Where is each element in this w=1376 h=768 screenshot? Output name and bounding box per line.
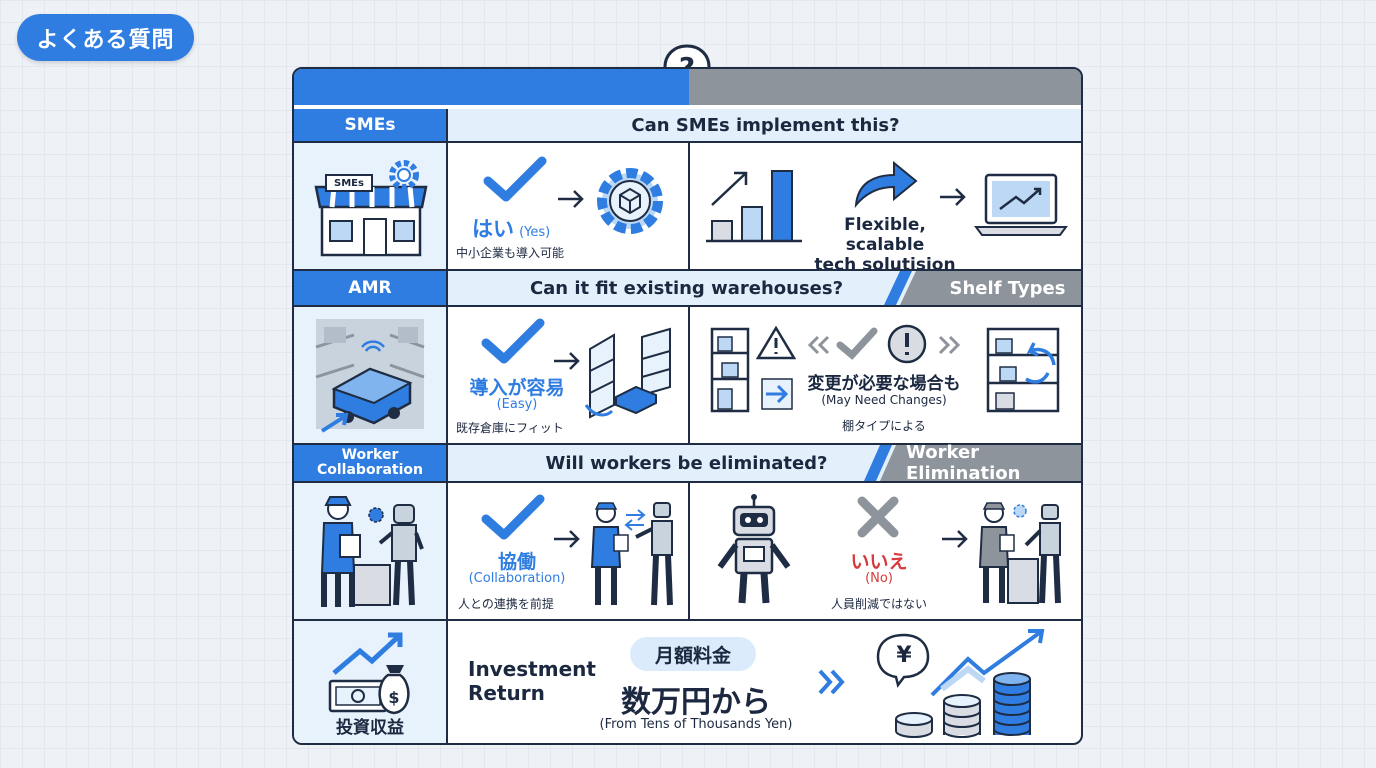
shop-icon bbox=[314, 160, 428, 257]
amr-answer-cell: 導入が容易 (Easy) 既存倉庫にフィット bbox=[448, 307, 688, 443]
shelf-icon bbox=[710, 327, 750, 413]
investment-title: Investment Return bbox=[468, 657, 596, 705]
robot-icon bbox=[717, 494, 791, 604]
divider bbox=[294, 481, 1081, 483]
amr-detail-main: 変更が必要な場合も bbox=[807, 374, 961, 394]
checkmark-icon bbox=[481, 318, 545, 364]
double-chevron-right-icon bbox=[818, 669, 845, 695]
cross-icon bbox=[857, 496, 899, 538]
double-chevron-right-icon bbox=[938, 335, 961, 355]
checkmark-icon bbox=[483, 156, 547, 202]
worker-robot-icon bbox=[320, 496, 424, 607]
sme-detail-text: Flexible, scalable tech solutision bbox=[814, 215, 956, 275]
sme-icon-cell: SMEs bbox=[294, 143, 446, 269]
divider bbox=[294, 619, 1081, 621]
sme-answer: はい (Yes) bbox=[472, 217, 551, 241]
worker-robot-icon bbox=[978, 502, 1061, 604]
header-bar-right bbox=[689, 69, 1081, 105]
exclamation-icon bbox=[887, 324, 927, 364]
worker-detail-note: 人員削減ではない bbox=[830, 597, 927, 611]
amr-answer-en: (Easy) bbox=[496, 397, 538, 412]
checkmark-icon bbox=[481, 494, 545, 540]
svg-text:$: $ bbox=[388, 688, 399, 707]
category-sme: SMEs bbox=[294, 109, 446, 141]
divider bbox=[446, 109, 448, 269]
curved-arrow-icon bbox=[854, 160, 918, 209]
price-en-text: (From Tens of Thousands Yen) bbox=[599, 717, 793, 732]
tag-stripe-decor bbox=[884, 271, 930, 305]
sme-answer-cell: はい (Yes) 中小企業も導入可能 bbox=[448, 143, 688, 269]
divider bbox=[688, 307, 690, 443]
gear-box-icon bbox=[597, 168, 663, 234]
arrow-right-icon bbox=[940, 188, 966, 206]
worker-answer-note: 人との連携を前提 bbox=[458, 597, 554, 611]
arrow-right-icon bbox=[761, 378, 793, 410]
double-chevron-left-icon bbox=[807, 335, 830, 355]
amr-answer-note: 既存倉庫にフィット bbox=[456, 421, 564, 435]
worker-answer: 協働 bbox=[497, 551, 536, 573]
sme-detail-cell: Flexible, scalable tech solutision bbox=[690, 143, 1081, 275]
faq-badge: よくある質問 bbox=[17, 14, 194, 61]
investment-icon-cell: $ 投資収益 bbox=[294, 621, 446, 743]
amr-icon-cell bbox=[294, 307, 446, 443]
arrow-right-icon bbox=[558, 190, 584, 208]
tag-stripe-decor bbox=[864, 445, 910, 481]
amr-detail-en: (May Need Changes) bbox=[821, 393, 947, 407]
divider bbox=[446, 271, 448, 443]
divider bbox=[294, 443, 1081, 445]
worker-answer-cell: 協働 (Collaboration) 人との連携を前提 bbox=[448, 483, 688, 619]
divider bbox=[688, 143, 690, 269]
laptop-chart-icon bbox=[974, 173, 1068, 236]
amr-robot-icon bbox=[315, 319, 425, 433]
tag-worker-elimination: Worker Elimination bbox=[906, 442, 1081, 484]
divider bbox=[446, 445, 448, 619]
bar-chart-icon bbox=[706, 170, 802, 243]
warning-icon bbox=[756, 325, 796, 360]
arrow-right-icon bbox=[942, 530, 968, 548]
yen-symbol: ¥ bbox=[896, 643, 912, 668]
amr-detail-note: 棚タイプによる bbox=[842, 419, 926, 433]
shop-sign: SMEs bbox=[334, 178, 364, 189]
worker-answer-en: (Collaboration) bbox=[468, 571, 566, 586]
collaboration-icon bbox=[590, 502, 673, 606]
money-growth-icon: $ bbox=[328, 632, 410, 715]
divider bbox=[294, 269, 1081, 271]
monthly-fee-pill: 月額料金 bbox=[630, 637, 756, 671]
price-text: 数万円から bbox=[621, 685, 771, 720]
worker-detail-en: (No) bbox=[865, 571, 893, 586]
arrow-right-icon bbox=[554, 352, 580, 370]
divider bbox=[294, 305, 1081, 307]
faq-card: SMEs Can SMEs implement this? SMEs はい (Y… bbox=[292, 67, 1083, 745]
sme-answer-note: 中小企業も導入可能 bbox=[456, 246, 565, 260]
question-sme: Can SMEs implement this? bbox=[448, 109, 1081, 141]
divider bbox=[294, 141, 1081, 143]
worker-detail-cell: いいえ (No) 人員削減ではない bbox=[690, 483, 1081, 619]
investment-label: 投資収益 bbox=[336, 718, 404, 738]
worker-icon-cell bbox=[294, 483, 446, 619]
amr-answer: 導入が容易 bbox=[469, 377, 565, 399]
tag-shelf-types: Shelf Types bbox=[930, 271, 1081, 305]
worker-detail-main: いいえ bbox=[850, 551, 908, 573]
shelf-swap-icon bbox=[986, 327, 1060, 413]
investment-cell: Investment Return 月額料金 数万円から (From Tens … bbox=[448, 621, 1081, 743]
category-amr: AMR bbox=[294, 271, 446, 305]
amr-detail-cell: 変更が必要な場合も (May Need Changes) 棚タイプによる bbox=[690, 307, 1081, 443]
yen-coins-growth-icon bbox=[876, 629, 1045, 738]
divider bbox=[688, 483, 690, 619]
header-bar-left bbox=[294, 69, 689, 105]
check-gray-icon bbox=[836, 327, 878, 360]
arrow-right-icon bbox=[554, 530, 580, 548]
shelf-robot-icon bbox=[584, 327, 671, 419]
divider bbox=[446, 621, 448, 743]
